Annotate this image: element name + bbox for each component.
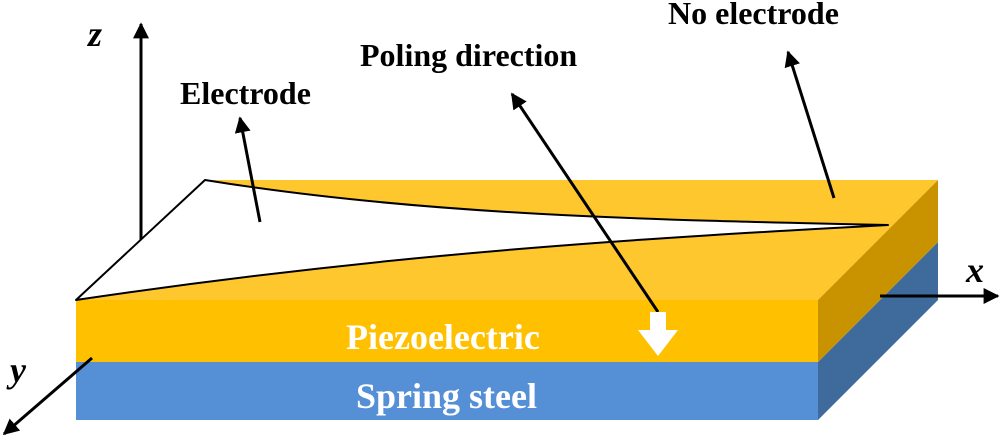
down-arrow-icon bbox=[638, 312, 678, 356]
piezoelectric-front-face bbox=[76, 300, 818, 362]
electrode-pointer-arrow bbox=[234, 116, 262, 223]
piezoelectric-side-face bbox=[818, 180, 938, 362]
z-axis-label: z bbox=[86, 14, 102, 54]
y-axis-line bbox=[2, 356, 93, 436]
spring-steel-side-face bbox=[818, 242, 938, 420]
y-axis-label: y bbox=[6, 350, 27, 390]
poling-direction-label: Poling direction bbox=[360, 37, 577, 73]
spring-steel-front-face bbox=[76, 362, 818, 420]
piezoelectric-label: Piezoelectric bbox=[346, 317, 540, 357]
no-electrode-label: No electrode bbox=[668, 0, 839, 31]
spring-steel-label: Spring steel bbox=[356, 376, 537, 416]
poling-direction-pointer-arrow bbox=[510, 92, 660, 313]
electrode-region bbox=[75, 179, 889, 301]
x-axis-label: x bbox=[965, 250, 984, 290]
electrode-label: Electrode bbox=[180, 75, 311, 111]
no-electrode-pointer-arrow bbox=[784, 50, 836, 199]
